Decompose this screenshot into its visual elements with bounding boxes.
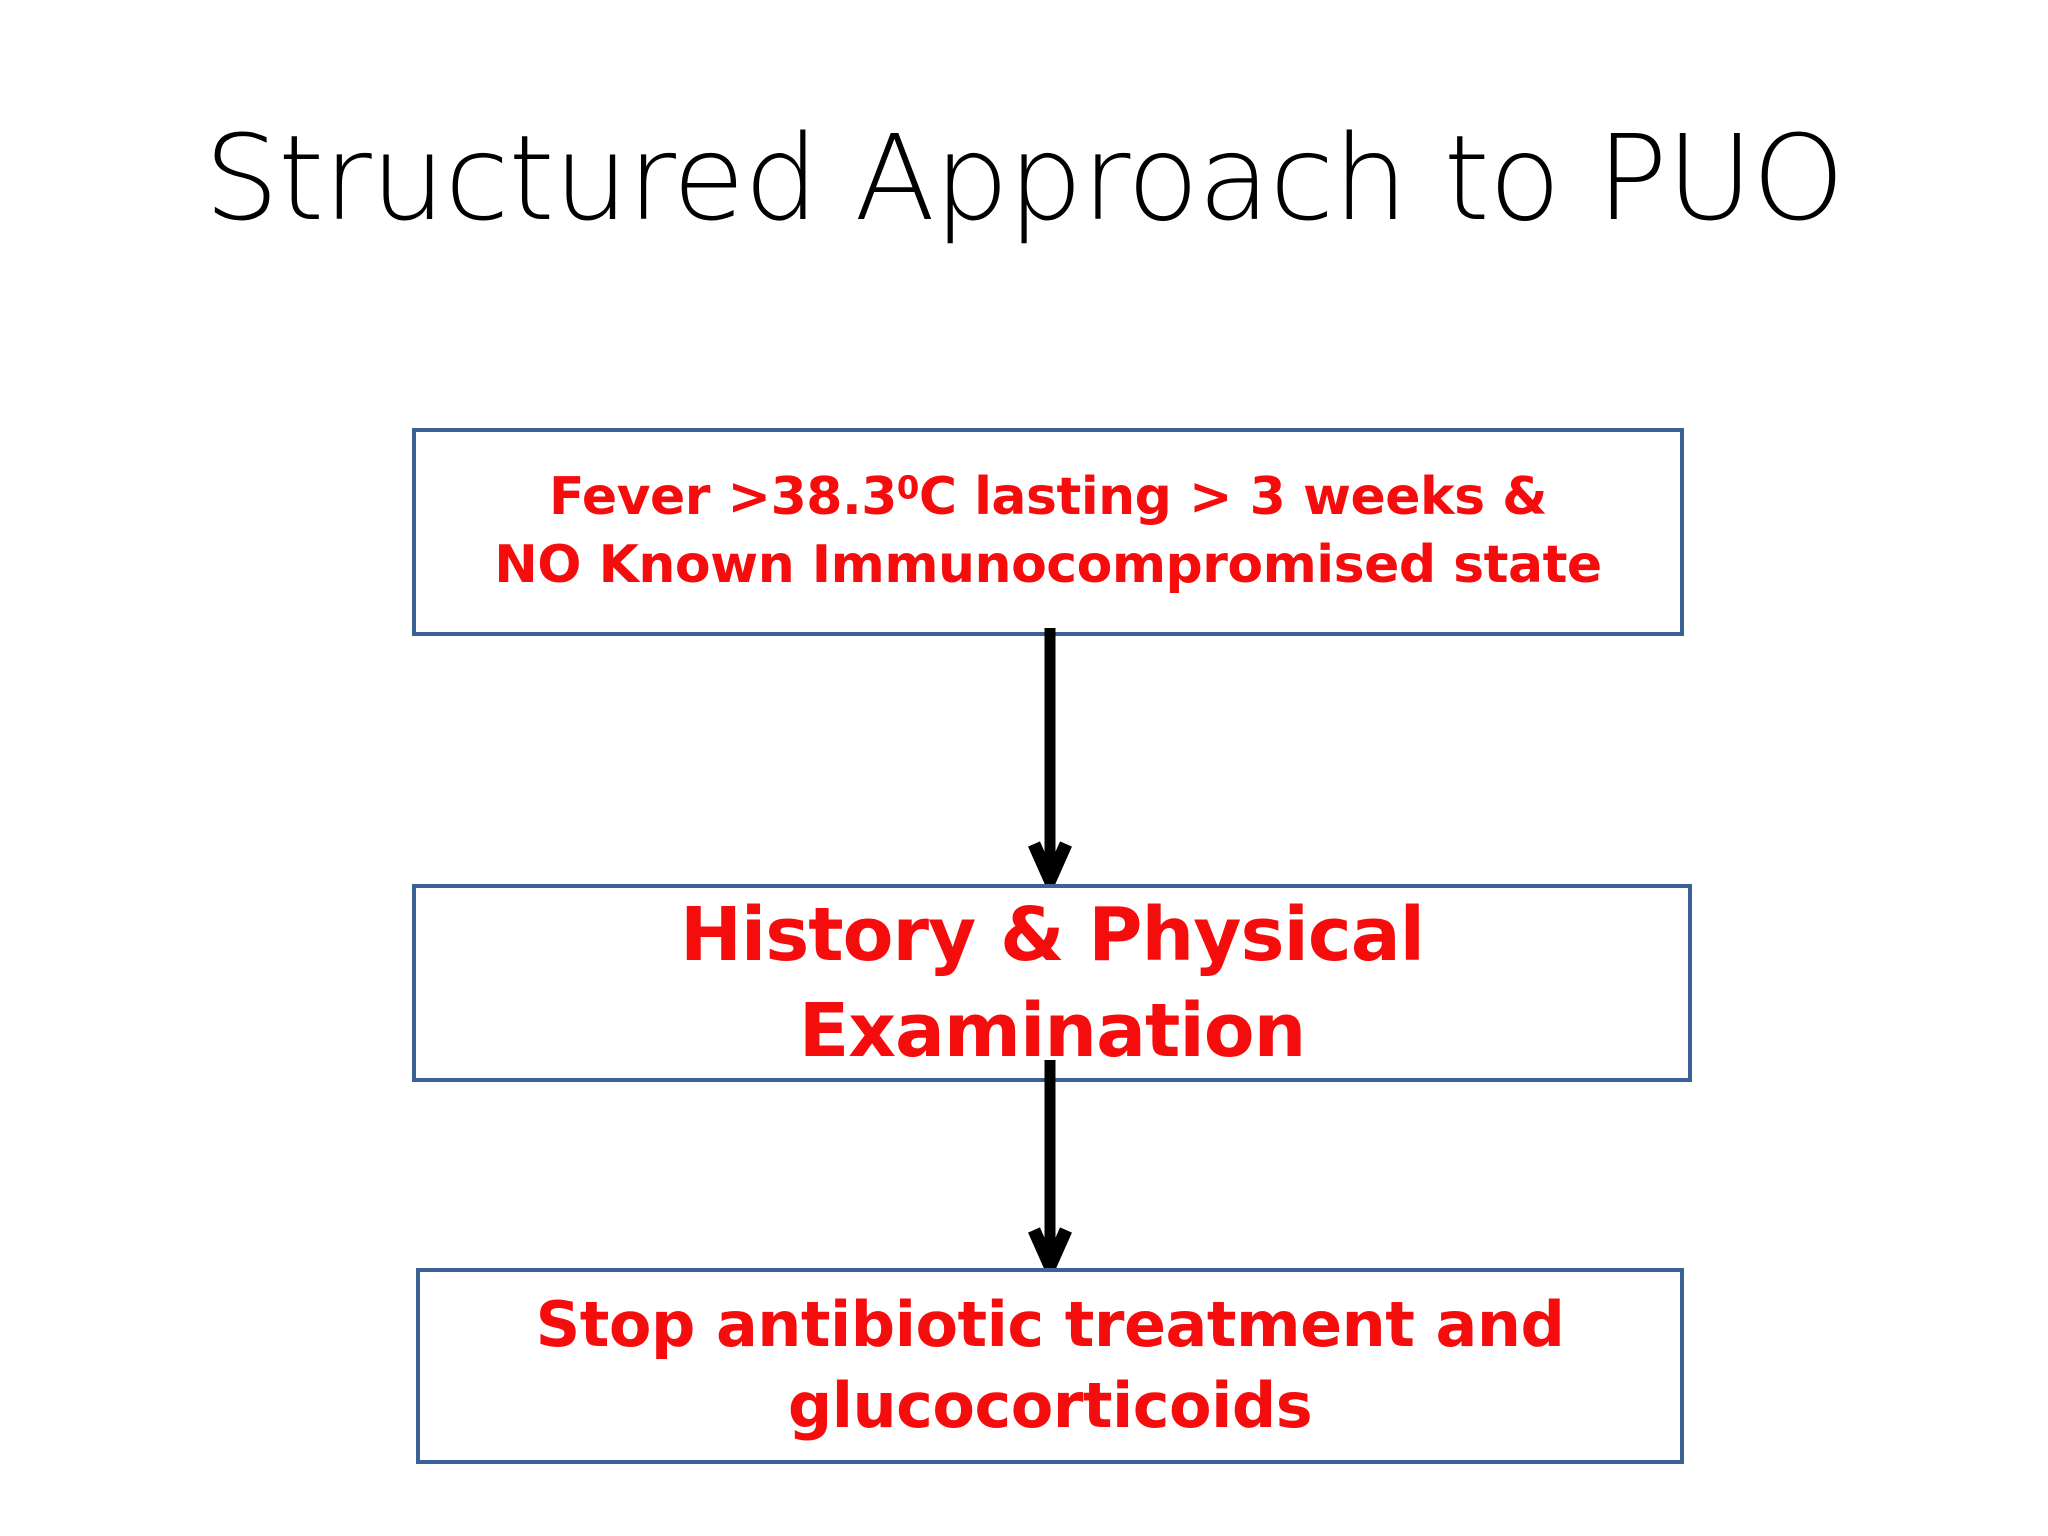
degree-superscript: 0 [896,468,919,507]
puo-definition-box[interactable]: Fever >38.30C lasting > 3 weeks & NO Kno… [412,428,1684,636]
puo-definition-line2: NO Known Immunocompromised state [494,535,1602,595]
stop-treatment-line1: Stop antibiotic treatment and [535,1288,1565,1362]
stop-treatment-text: Stop antibiotic treatment and glucocorti… [522,1285,1579,1446]
flow-arrow-history-to-stop [1028,1060,1072,1283]
history-exam-box[interactable]: History & Physical Examination [412,884,1692,1082]
stop-treatment-box[interactable]: Stop antibiotic treatment and glucocorti… [416,1268,1684,1464]
flow-arrow-criteria-to-history [1028,628,1072,897]
stop-treatment-line2: glucocorticoids [787,1369,1313,1442]
puo-definition-text: Fever >38.30C lasting > 3 weeks & NO Kno… [480,464,1615,599]
puo-definition-line1-pre: Fever >38.3 [548,467,897,528]
history-exam-text: History & Physical Examination [679,891,1425,1074]
page-title: Structured Approach to PUO [204,109,1845,247]
puo-definition-line1-post: C lasting > 3 weeks & [918,467,1548,528]
